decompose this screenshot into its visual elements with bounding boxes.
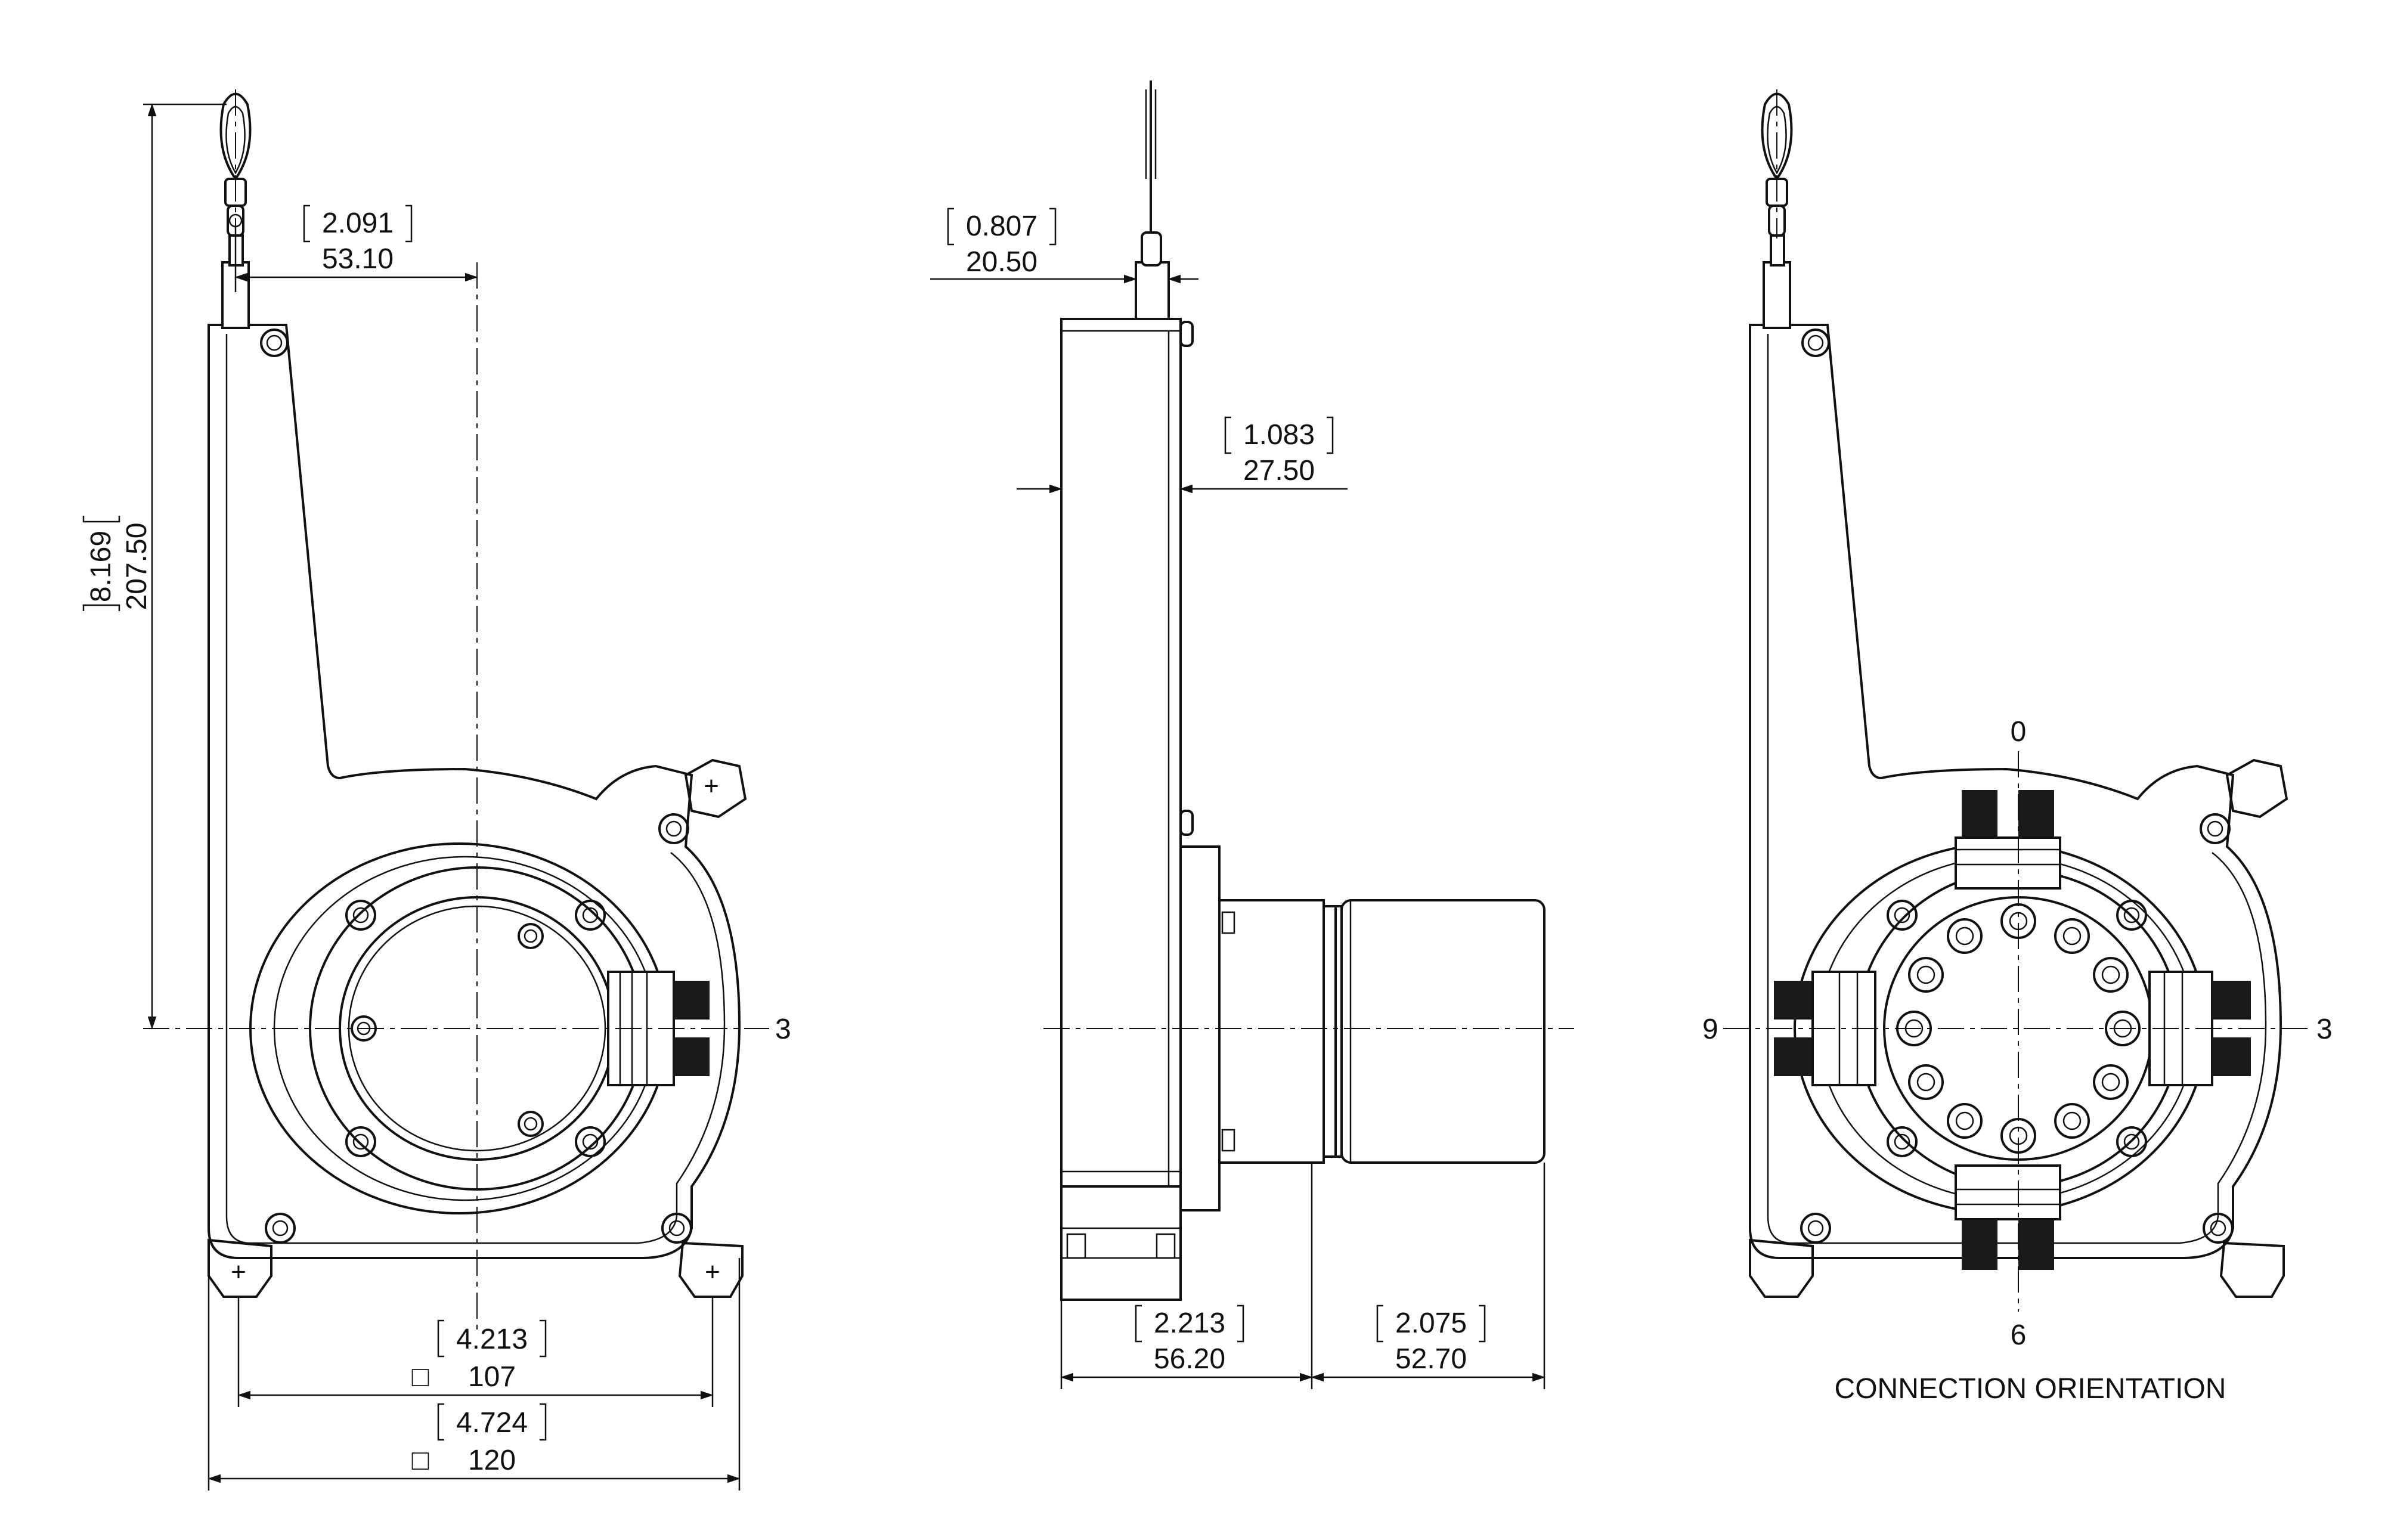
front-mount-ear-br <box>678 1241 744 1298</box>
svg-text:+: + <box>231 1257 246 1287</box>
conn-connector-0 <box>1955 790 2061 890</box>
dim-height-inch: 8.169 <box>85 531 117 602</box>
dim-cable-position-mm: 20.50 <box>966 246 1037 278</box>
dim-flange-depth-inch: 2.213 <box>1154 1307 1225 1339</box>
dim-cable-offset-mm: 53.10 <box>322 243 394 275</box>
dim-body-thickness-inch: 1.083 <box>1243 419 1315 451</box>
dim-body-thickness-mm: 27.50 <box>1243 455 1315 487</box>
side-view: 0.807 20.50 1.083 27.50 2.213 56.20 2.07… <box>930 80 1574 1389</box>
dim-flange-depth-mm: 56.20 <box>1154 1343 1225 1375</box>
dim-inner-square-inch: 4.213 <box>456 1324 528 1355</box>
front-view: + + + <box>82 89 791 1491</box>
dim-cable-offset-inch: 2.091 <box>322 207 394 239</box>
square-symbol-inner: □ <box>412 1361 429 1393</box>
conn-clock-label-9: 9 <box>1702 1014 1718 1045</box>
front-flange-screws <box>345 900 606 1157</box>
svg-text:+: + <box>704 771 719 801</box>
conn-clock-label-3: 3 <box>2316 1014 2333 1045</box>
dim-cable-position-inch: 0.807 <box>966 210 1037 242</box>
front-body-inner-outline <box>225 334 726 1244</box>
conn-body-outline <box>1749 324 2282 1259</box>
front-body-outline <box>207 324 741 1259</box>
conn-clock-label-6: 6 <box>2011 1319 2027 1351</box>
svg-text:+: + <box>705 1257 720 1287</box>
front-clock-label-3: 3 <box>775 1014 791 1045</box>
connection-orientation-caption: CONNECTION ORIENTATION <box>1835 1373 2226 1405</box>
square-symbol-outer: □ <box>412 1445 429 1476</box>
dim-outer-square-inch: 4.724 <box>456 1407 528 1439</box>
dim-height-mm: 207.50 <box>121 523 153 611</box>
conn-connector-6 <box>1955 1164 2061 1270</box>
dim-motor-length-mm: 52.70 <box>1395 1343 1467 1375</box>
connection-view: 0 3 6 9 CONNECTION ORIENTATION <box>1702 89 2333 1405</box>
dim-motor-length-inch: 2.075 <box>1395 1307 1467 1339</box>
front-mount-ear-tr <box>684 758 747 819</box>
conn-clock-label-0: 0 <box>2011 716 2027 748</box>
dim-inner-square-mm: 107 <box>468 1361 516 1393</box>
dim-outer-square-mm: 120 <box>468 1445 516 1476</box>
side-body <box>1060 318 1182 1188</box>
side-motor <box>1340 899 1546 1164</box>
